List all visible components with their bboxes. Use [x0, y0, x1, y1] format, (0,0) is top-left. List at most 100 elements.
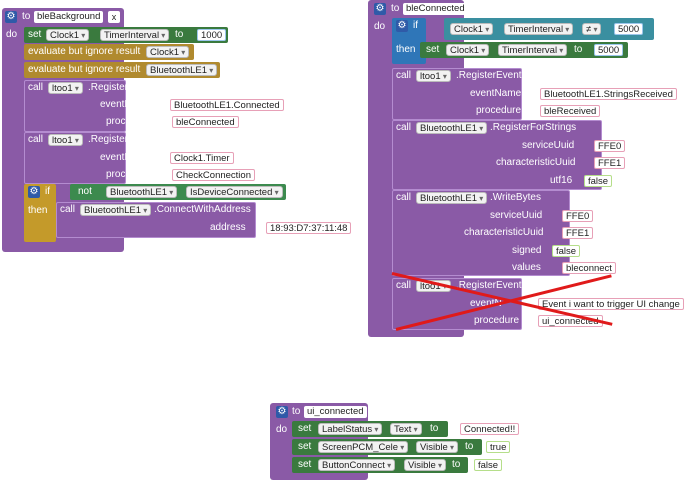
- component-dropdown[interactable]: Clock1: [46, 29, 90, 41]
- component-dropdown[interactable]: BluetoothLE1: [416, 192, 488, 204]
- param-eventName-label: eventName: [100, 152, 152, 163]
- component-dropdown[interactable]: BluetoothLE1: [416, 122, 488, 134]
- gear-icon[interactable]: ⚙: [28, 186, 40, 198]
- procedure-name-field[interactable]: ui_connected: [304, 406, 367, 418]
- param-serviceUuid-label: serviceUuid: [490, 210, 543, 221]
- component-dropdown[interactable]: ltoo1: [48, 134, 83, 146]
- gear-icon[interactable]: ⚙: [396, 20, 408, 32]
- text-value[interactable]: FFE0: [594, 140, 626, 152]
- param-characteristicUuid-label: characteristicUuid: [464, 227, 544, 238]
- component-dropdown[interactable]: BluetoothLE1: [80, 204, 152, 216]
- text-value[interactable]: bleReceived: [540, 105, 601, 117]
- do-label: do: [374, 21, 386, 32]
- number-value[interactable]: 5000: [594, 44, 624, 56]
- call-keyword: call: [28, 134, 44, 145]
- component-dropdown[interactable]: Clock1: [446, 44, 490, 56]
- gear-icon[interactable]: ⚙: [276, 406, 288, 418]
- property-dropdown[interactable]: TimerInterval: [498, 44, 568, 56]
- property-dropdown[interactable]: TimerInterval: [100, 29, 170, 41]
- number-value[interactable]: 1000: [197, 29, 227, 41]
- param-serviceUuid-label: serviceUuid: [522, 140, 575, 151]
- param-eventName-label: eventName: [100, 99, 152, 110]
- component-dropdown[interactable]: LabelStatus: [318, 423, 383, 435]
- text-value[interactable]: Event i want to trigger UI change: [538, 298, 684, 310]
- do-label: do: [6, 29, 18, 40]
- boolean-value[interactable]: false: [552, 245, 581, 257]
- component-dropdown[interactable]: BluetoothLE1: [106, 186, 178, 198]
- call-keyword: call: [396, 70, 412, 81]
- property-dropdown[interactable]: Visible: [404, 459, 447, 471]
- param-signed-label: signed: [512, 245, 542, 256]
- set-keyword: set: [298, 459, 312, 470]
- set-keyword: set: [28, 29, 42, 40]
- method-label: .WriteBytes: [490, 192, 541, 203]
- param-characteristicUuid-label: characteristicUuid: [496, 157, 576, 168]
- procedure-name-field[interactable]: bleConnected: [403, 3, 468, 15]
- number-value[interactable]: 5000: [614, 23, 644, 35]
- method-label: .RegisterEvent: [456, 70, 522, 81]
- do-label: do: [276, 424, 288, 435]
- operator-dropdown[interactable]: ≠: [582, 23, 602, 35]
- text-value[interactable]: CheckConnection: [172, 169, 255, 181]
- param-procedure-label: procedure: [106, 116, 152, 127]
- boolean-value[interactable]: false: [584, 175, 613, 187]
- not-keyword: not: [78, 186, 92, 197]
- call-keyword: call: [396, 122, 412, 133]
- to-label: to: [175, 29, 184, 40]
- close-icon[interactable]: x: [108, 11, 120, 23]
- text-value[interactable]: bleConnected: [172, 116, 239, 128]
- boolean-value[interactable]: true: [486, 441, 511, 453]
- param-procedure-label: procedure: [476, 105, 522, 116]
- param-procedure-label: procedure: [474, 315, 520, 326]
- component-dropdown[interactable]: ScreenPCM_Cele: [318, 441, 409, 453]
- method-label: .RegisterEvent: [88, 82, 154, 93]
- if-keyword: if: [45, 186, 50, 197]
- component-dropdown[interactable]: ltoo1: [416, 70, 451, 82]
- to-label: to: [574, 44, 583, 55]
- text-value[interactable]: FFE1: [594, 157, 626, 169]
- component-dropdown[interactable]: ltoo1: [48, 82, 83, 94]
- boolean-value[interactable]: false: [474, 459, 503, 471]
- to-label: to: [292, 406, 301, 417]
- to-label: to: [391, 3, 400, 14]
- text-value[interactable]: FFE0: [562, 210, 594, 222]
- to-label: to: [465, 441, 474, 452]
- call-keyword: call: [396, 192, 412, 203]
- component-dropdown[interactable]: Clock1: [450, 23, 494, 35]
- property-dropdown[interactable]: TimerInterval: [504, 23, 574, 35]
- param-address-label: address: [210, 222, 246, 233]
- set-keyword: set: [298, 441, 312, 452]
- property-dropdown[interactable]: Text: [390, 423, 422, 435]
- call-registerevent-block[interactable]: [392, 68, 522, 120]
- then-keyword: then: [396, 44, 416, 55]
- param-utf16-label: utf16: [550, 175, 573, 186]
- gear-icon[interactable]: ⚙: [5, 11, 17, 23]
- method-label: .ConnectWithAddress: [154, 204, 251, 215]
- param-eventName-label: eventN: [470, 298, 502, 309]
- evaluate-label: evaluate but ignore result: [28, 64, 141, 75]
- text-value[interactable]: BluetoothLE1.Connected: [170, 99, 284, 111]
- call-keyword: call: [60, 204, 76, 215]
- call-keyword: call: [28, 82, 44, 93]
- component-getter-clock[interactable]: Clock1: [146, 46, 190, 58]
- property-dropdown[interactable]: IsDeviceConnected: [186, 186, 283, 198]
- component-dropdown[interactable]: ButtonConnect: [318, 459, 396, 471]
- then-keyword: then: [28, 205, 48, 216]
- param-values-label: values: [512, 262, 541, 273]
- param-procedure-label: procedure: [106, 169, 152, 180]
- text-value[interactable]: FFE1: [562, 227, 594, 239]
- text-value[interactable]: Connected!!: [460, 423, 520, 435]
- text-value[interactable]: Clock1.Timer: [170, 152, 234, 164]
- to-label: to: [452, 459, 461, 470]
- if-keyword: if: [413, 20, 418, 31]
- text-value[interactable]: bleconnect: [562, 262, 616, 274]
- component-getter-bluetooth[interactable]: BluetoothLE1: [146, 64, 218, 76]
- procedure-name-field[interactable]: bleBackground: [34, 11, 104, 23]
- text-value[interactable]: 18:93:D7:37:11:48: [266, 222, 352, 234]
- set-keyword: set: [298, 423, 312, 434]
- method-label: .RegisterEvent: [88, 134, 154, 145]
- property-dropdown[interactable]: Visible: [416, 441, 459, 453]
- to-label: to: [22, 11, 31, 22]
- gear-icon[interactable]: ⚙: [374, 3, 386, 15]
- text-value[interactable]: BluetoothLE1.StringsReceived: [540, 88, 677, 100]
